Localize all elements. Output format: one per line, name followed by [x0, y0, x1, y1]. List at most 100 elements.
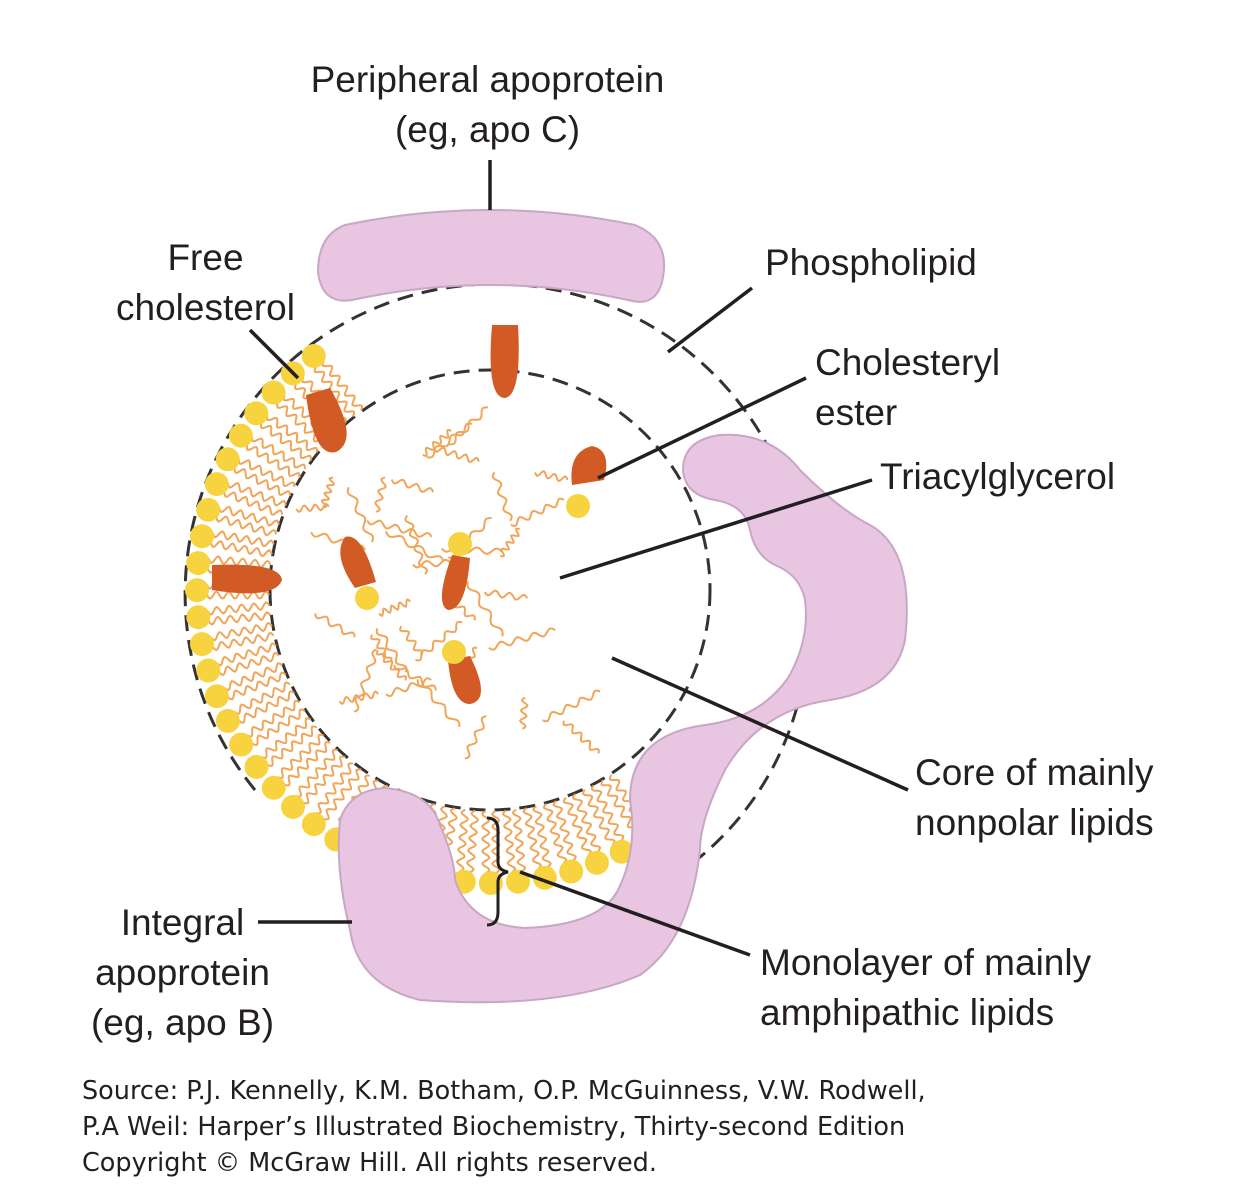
core-lipid-tail-21	[393, 664, 437, 691]
phospholipid-tail-11-0	[207, 611, 272, 626]
label-triacylglycerol-line1: Triacylglycerol	[880, 456, 1116, 497]
phospholipid-head-19	[281, 794, 305, 819]
phospholipid-head-11	[186, 605, 211, 630]
peripheral-apoprotein-shape	[316, 209, 666, 303]
free-cholesterol-1	[306, 388, 347, 453]
source-line-1: Source: P.J. Kennelly, K.M. Botham, O.P.…	[82, 1076, 926, 1106]
phospholipid-head-13	[196, 658, 221, 683]
phospholipid-tail-0-0	[313, 366, 356, 417]
phospholipid-tail-3-0	[259, 423, 313, 461]
phospholipid-head-8	[190, 524, 214, 549]
phospholipid-tail-13-1	[215, 642, 277, 667]
phospholipid-head-7	[196, 497, 221, 522]
phospholipid-tail-15-1	[234, 681, 291, 715]
integral-apoprotein-shape	[337, 433, 908, 1004]
leader-lines	[248, 160, 909, 957]
core-lipid-tail-16	[542, 689, 601, 723]
core-lipid-tail-13	[464, 715, 487, 760]
phospholipid-tail-4-0	[245, 445, 301, 478]
phospholipid-tail-17-1	[261, 717, 312, 760]
phospholipid-tail-8-0	[209, 539, 273, 558]
phospholipid-tail-27-0	[491, 810, 501, 874]
core-lipid-tail-14	[385, 677, 432, 698]
phospholipid-tail-29-1	[522, 807, 543, 870]
phospholipid-tail-15-0	[238, 690, 296, 724]
lipoprotein-diagram	[183, 160, 909, 1004]
phospholipid-tail-0-1	[321, 360, 364, 411]
core-lipid-tail-1	[449, 406, 488, 446]
core-lipid-tail-12	[433, 446, 480, 464]
phospholipid-tail-6-1	[226, 482, 287, 507]
free-cholesterol-molecules	[212, 325, 519, 594]
cholesteryl-ester-1	[571, 446, 607, 485]
core-lipid-tail-11	[399, 625, 424, 656]
phospholipid-head-3	[244, 401, 269, 426]
core-lipid-tail-28	[314, 613, 356, 638]
phospholipid-tail-18-1	[277, 733, 324, 780]
phospholipid-tail-26-1	[455, 808, 470, 873]
phospholipid-head-16	[229, 732, 254, 757]
phospholipid-head-14	[204, 684, 229, 709]
label-integral-apoprotein-line3: (eg, apo B)	[90, 1002, 275, 1043]
label-peripheral-apoprotein-line2: (eg, apo C)	[394, 109, 581, 150]
label-peripheral-apoprotein-line1: Peripheral apoprotein	[310, 59, 665, 100]
phospholipid-tail-19-0	[303, 755, 346, 805]
core-lipid-tail-24	[534, 470, 569, 483]
label-core-line1: Core of mainly	[915, 752, 1154, 793]
core-lipid-tail-35	[488, 627, 556, 651]
phospholipid-tail-12-1	[210, 621, 273, 642]
leader-core	[611, 656, 909, 792]
phospholipid-tail-16-0	[251, 708, 306, 746]
phospholipid-tail-32-1	[582, 789, 616, 846]
cholesteryl-ester-3	[441, 555, 470, 610]
core-lipid-tail-8	[390, 478, 435, 493]
core-lipid-tail-39	[415, 620, 463, 662]
label-free-cholesterol: Free cholesterol	[98, 233, 313, 333]
phospholipid-head-15	[215, 708, 240, 733]
phospholipid-tail-5-1	[237, 459, 296, 488]
cholesteryl-ester-2	[340, 536, 376, 588]
phospholipid-head-31	[584, 850, 609, 875]
core-lipid-tail-37	[416, 679, 461, 727]
phospholipid-tail-27-1	[481, 810, 491, 874]
core-lipid-tail-18	[346, 486, 375, 543]
cholesteryl-ester-3-head	[448, 532, 472, 556]
label-free-cholesterol-line2: cholesterol	[116, 287, 295, 328]
phospholipid-tail-32-0	[590, 784, 625, 842]
label-monolayer-line1: Monolayer of mainly	[760, 942, 1092, 983]
label-monolayer: Monolayer of mainly amphipathic lipids	[760, 938, 1091, 1038]
free-cholesterol-2	[490, 325, 519, 398]
phospholipid-tail-31-1	[562, 796, 592, 856]
phospholipid-tail-6-0	[223, 491, 284, 516]
label-integral-apoprotein-line2: apoprotein	[95, 952, 270, 993]
label-free-cholesterol-line1: Free	[167, 237, 244, 278]
phospholipid-head-12	[190, 632, 214, 657]
phospholipid-head-30	[559, 859, 584, 884]
leader-phospholipid	[666, 286, 754, 354]
phospholipid-head-4	[228, 423, 253, 448]
phospholipid-tail-14-0	[227, 671, 287, 701]
core-lipid-tail-5	[562, 720, 600, 754]
core-lipid-tail-2	[370, 634, 393, 663]
leader-triacylglycerol	[559, 478, 873, 580]
phospholipid-head-20	[301, 812, 326, 837]
cholesteryl-ester-molecules	[340, 446, 607, 704]
leader-monolayer	[519, 870, 751, 957]
core-lipid-tail-27	[374, 476, 387, 513]
phospholipid-head-10	[185, 578, 209, 603]
core-lipid-tail-23	[466, 581, 504, 637]
core-lipid-tail-33	[366, 519, 433, 538]
phospholipid-head-5	[215, 447, 240, 472]
core-lipid-tail-32	[320, 476, 336, 509]
label-peripheral-apoprotein: Peripheral apoprotein (eg, apo C)	[275, 55, 700, 155]
phospholipid-tail-16-1	[246, 699, 301, 738]
label-integral-apoprotein-line1: Integral	[120, 902, 245, 943]
phospholipid-tail-13-0	[218, 651, 280, 677]
label-core: Core of mainly nonpolar lipids	[915, 748, 1154, 848]
source-citation: Source: P.J. Kennelly, K.M. Botham, O.P.…	[82, 1073, 926, 1181]
core-lipid-tail-15	[375, 650, 408, 681]
phospholipid-head-28	[506, 869, 530, 894]
cholesteryl-ester-4-head	[442, 640, 466, 664]
phospholipid-tail-31-0	[571, 793, 602, 853]
phospholipid-tail-11-1	[206, 601, 271, 616]
